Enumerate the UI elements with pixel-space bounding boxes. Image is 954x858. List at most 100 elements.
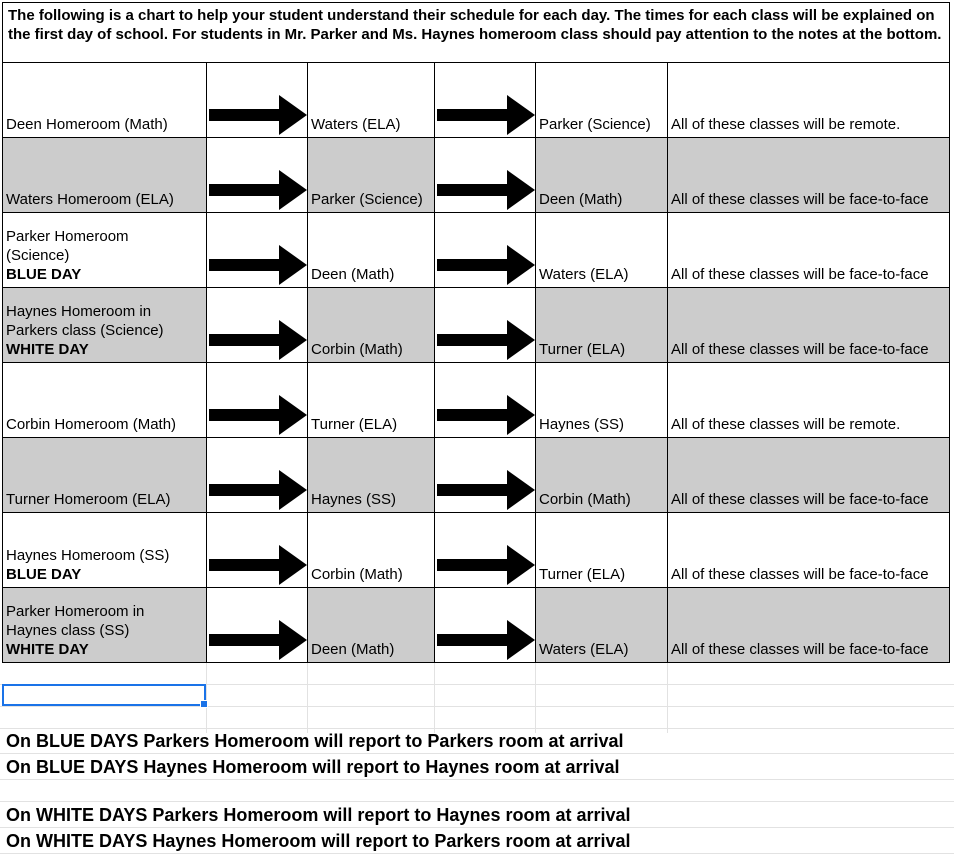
third-class-cell[interactable]: Deen (Math) <box>536 138 668 213</box>
gridline <box>307 663 308 733</box>
gridline <box>434 663 435 733</box>
homeroom-label: (Science) <box>6 247 70 264</box>
third-class-cell[interactable]: Haynes (SS) <box>536 363 668 438</box>
homeroom-cell[interactable]: Waters Homeroom (ELA) <box>2 138 207 213</box>
arrow-cell[interactable] <box>435 363 536 438</box>
arrow-cell[interactable] <box>207 213 308 288</box>
note-blue-haynes[interactable]: On BLUE DAYS Haynes Homeroom will report… <box>6 757 620 777</box>
right-arrow-icon <box>437 395 535 435</box>
arrow-cell[interactable] <box>435 213 536 288</box>
second-class-cell[interactable]: Parker (Science) <box>308 138 435 213</box>
schedule-row: Haynes Homeroom (SS) BLUE DAY Corbin (Ma… <box>2 513 950 588</box>
schedule-row: Deen Homeroom (Math) Waters (ELA) Parker… <box>2 63 950 138</box>
day-label: BLUE DAY <box>6 266 82 283</box>
header-cell[interactable]: The following is a chart to help your st… <box>2 2 950 63</box>
schedule-row: Waters Homeroom (ELA) Parker (Science) D… <box>2 138 950 213</box>
arrow-cell[interactable] <box>435 588 536 663</box>
delivery-note-label: All of these classes will be face-to-fac… <box>671 191 929 208</box>
arrow-cell[interactable] <box>207 288 308 363</box>
right-arrow-icon <box>437 95 535 135</box>
right-arrow-icon <box>209 170 307 210</box>
third-class-cell[interactable]: Turner (ELA) <box>536 288 668 363</box>
right-arrow-icon <box>437 170 535 210</box>
day-label: WHITE DAY <box>6 641 89 658</box>
schedule-row: Corbin Homeroom (Math) Turner (ELA) Hayn… <box>2 363 950 438</box>
right-arrow-icon <box>209 620 307 660</box>
second-class-cell[interactable]: Corbin (Math) <box>308 513 435 588</box>
third-class-cell[interactable]: Parker (Science) <box>536 63 668 138</box>
second-class-label: Turner (ELA) <box>311 416 398 433</box>
delivery-note-cell[interactable]: All of these classes will be face-to-fac… <box>668 513 950 588</box>
second-class-label: Deen (Math) <box>311 641 395 658</box>
arrow-cell[interactable] <box>207 438 308 513</box>
second-class-cell[interactable]: Haynes (SS) <box>308 438 435 513</box>
arrow-cell[interactable] <box>435 438 536 513</box>
arrow-cell[interactable] <box>435 513 536 588</box>
second-class-cell[interactable]: Deen (Math) <box>308 213 435 288</box>
note-blue-parker[interactable]: On BLUE DAYS Parkers Homeroom will repor… <box>6 731 624 751</box>
delivery-note-label: All of these classes will be remote. <box>671 416 901 433</box>
second-class-cell[interactable]: Deen (Math) <box>308 588 435 663</box>
gridline <box>0 753 954 754</box>
day-label: BLUE DAY <box>6 566 82 583</box>
homeroom-cell[interactable]: Parker Homeroom in Haynes class (SS) WHI… <box>2 588 207 663</box>
third-class-cell[interactable]: Turner (ELA) <box>536 513 668 588</box>
note-white-haynes[interactable]: On WHITE DAYS Haynes Homeroom will repor… <box>6 831 631 851</box>
delivery-note-cell[interactable]: All of these classes will be remote. <box>668 63 950 138</box>
third-class-label: Parker (Science) <box>539 116 651 133</box>
homeroom-cell[interactable]: Parker Homeroom (Science) BLUE DAY <box>2 213 207 288</box>
day-label: WHITE DAY <box>6 341 89 358</box>
arrow-cell[interactable] <box>207 138 308 213</box>
second-class-cell[interactable]: Waters (ELA) <box>308 63 435 138</box>
right-arrow-icon <box>209 320 307 360</box>
second-class-cell[interactable]: Turner (ELA) <box>308 363 435 438</box>
delivery-note-cell[interactable]: All of these classes will be face-to-fac… <box>668 588 950 663</box>
empty-grid-area <box>0 663 954 858</box>
right-arrow-icon <box>209 545 307 585</box>
arrow-cell[interactable] <box>435 138 536 213</box>
homeroom-cell[interactable]: Haynes Homeroom in Parkers class (Scienc… <box>2 288 207 363</box>
arrow-cell[interactable] <box>207 513 308 588</box>
arrow-cell[interactable] <box>207 588 308 663</box>
second-class-label: Corbin (Math) <box>311 566 403 583</box>
note-white-parker[interactable]: On WHITE DAYS Parkers Homeroom will repo… <box>6 805 631 825</box>
homeroom-label: Parkers class (Science) <box>6 322 164 339</box>
second-class-label: Deen (Math) <box>311 266 395 283</box>
third-class-label: Deen (Math) <box>539 191 623 208</box>
right-arrow-icon <box>209 245 307 285</box>
right-arrow-icon <box>437 470 535 510</box>
delivery-note-cell[interactable]: All of these classes will be remote. <box>668 363 950 438</box>
homeroom-label: Corbin Homeroom (Math) <box>6 416 177 433</box>
gridline <box>0 801 954 802</box>
third-class-cell[interactable]: Corbin (Math) <box>536 438 668 513</box>
delivery-note-cell[interactable]: All of these classes will be face-to-fac… <box>668 138 950 213</box>
right-arrow-icon <box>437 620 535 660</box>
homeroom-cell[interactable]: Corbin Homeroom (Math) <box>2 363 207 438</box>
arrow-cell[interactable] <box>207 63 308 138</box>
third-class-cell[interactable]: Waters (ELA) <box>536 213 668 288</box>
delivery-note-label: All of these classes will be face-to-fac… <box>671 341 929 358</box>
selected-cell[interactable] <box>2 684 208 708</box>
arrow-cell[interactable] <box>435 288 536 363</box>
homeroom-cell[interactable]: Haynes Homeroom (SS) BLUE DAY <box>2 513 207 588</box>
homeroom-cell[interactable]: Deen Homeroom (Math) <box>2 63 207 138</box>
third-class-label: Corbin (Math) <box>539 491 631 508</box>
arrow-cell[interactable] <box>435 63 536 138</box>
arrow-cell[interactable] <box>207 363 308 438</box>
right-arrow-icon <box>437 320 535 360</box>
gridline <box>667 663 668 733</box>
delivery-note-cell[interactable]: All of these classes will be face-to-fac… <box>668 288 950 363</box>
fill-handle[interactable] <box>200 700 208 708</box>
homeroom-cell[interactable]: Turner Homeroom (ELA) <box>2 438 207 513</box>
gridline <box>0 853 954 854</box>
second-class-label: Parker (Science) <box>311 191 423 208</box>
gridline <box>0 706 954 707</box>
delivery-note-label: All of these classes will be face-to-fac… <box>671 266 929 283</box>
third-class-cell[interactable]: Waters (ELA) <box>536 588 668 663</box>
delivery-note-label: All of these classes will be face-to-fac… <box>671 641 929 658</box>
delivery-note-label: All of these classes will be face-to-fac… <box>671 566 929 583</box>
delivery-note-cell[interactable]: All of these classes will be face-to-fac… <box>668 438 950 513</box>
gridline <box>0 827 954 828</box>
second-class-cell[interactable]: Corbin (Math) <box>308 288 435 363</box>
delivery-note-cell[interactable]: All of these classes will be face-to-fac… <box>668 213 950 288</box>
